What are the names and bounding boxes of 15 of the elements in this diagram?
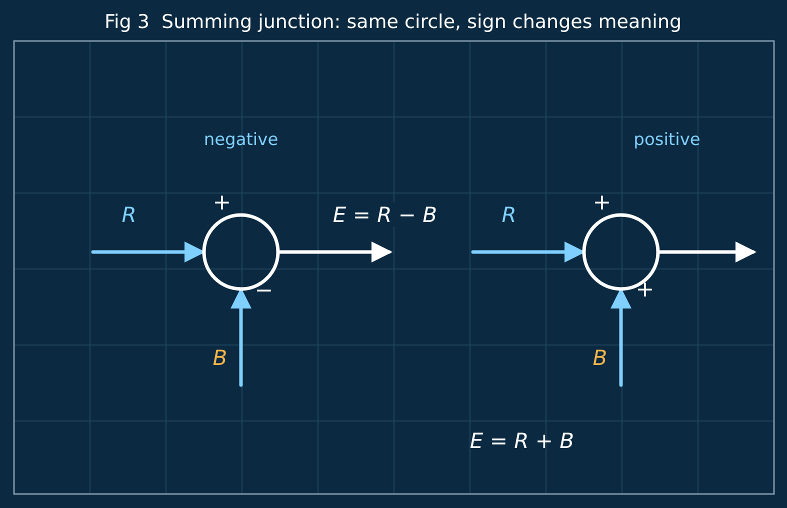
junction-caption: positive	[634, 131, 700, 151]
arrow	[471, 242, 586, 262]
sign: −	[254, 278, 274, 304]
sign: +	[212, 190, 232, 216]
arrow	[278, 242, 392, 262]
summing-junction	[202, 213, 280, 291]
equation: E = R + B	[470, 428, 574, 454]
arrow	[610, 288, 632, 387]
arrow	[658, 242, 756, 262]
figure-title: Fig 3 Summing junction: same circle, sign changes meaning	[104, 12, 682, 34]
sign: +	[592, 190, 612, 216]
sign: +	[636, 277, 654, 303]
arrow	[230, 288, 252, 387]
arrow	[91, 242, 206, 262]
junction-caption: negative	[204, 131, 278, 151]
